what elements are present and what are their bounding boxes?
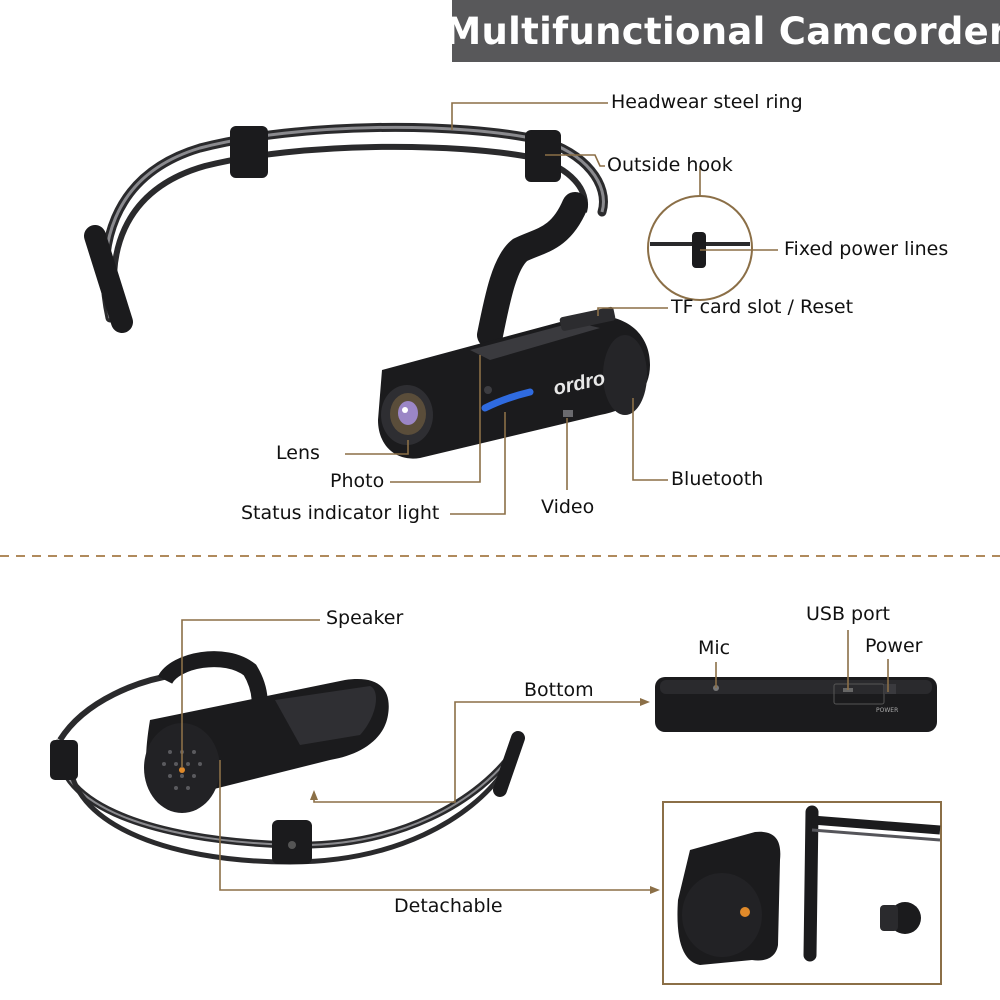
- leader-lines-top: [345, 102, 778, 515]
- label-fixed-power-lines: Fixed power lines: [784, 238, 949, 260]
- headwear-steel-ring: [84, 122, 608, 333]
- label-power: Power: [865, 635, 923, 657]
- title-banner: Multifunctional Camcorder: [444, 0, 1000, 62]
- detachable-inset: [662, 801, 942, 985]
- label-lens: Lens: [276, 442, 320, 464]
- side-view-headset: [50, 651, 525, 865]
- label-photo: Photo: [330, 470, 385, 492]
- label-mic: Mic: [698, 637, 731, 659]
- label-status-indicator-light: Status indicator light: [241, 502, 440, 524]
- label-speaker: Speaker: [326, 607, 404, 629]
- status-light: [481, 388, 534, 412]
- label-bluetooth: Bluetooth: [671, 468, 764, 490]
- label-tf-card-slot: TF card slot / Reset: [671, 296, 854, 318]
- label-outside-hook: Outside hook: [607, 154, 733, 176]
- camera-body: ordro: [378, 306, 650, 459]
- power-caption: POWER: [876, 707, 898, 714]
- page-title: Multifunctional Camcorder: [444, 9, 1000, 53]
- label-usb-port: USB port: [806, 603, 890, 625]
- camera-arm: [477, 192, 588, 348]
- leader-lines-bottom: [181, 619, 889, 894]
- label-headwear-steel-ring: Headwear steel ring: [611, 91, 803, 113]
- label-video: Video: [541, 496, 595, 518]
- outside-hook-inset: [647, 195, 753, 301]
- label-detachable: Detachable: [394, 895, 503, 917]
- camera-lens: [381, 385, 433, 445]
- label-bottom: Bottom: [524, 679, 594, 701]
- bottom-view-device: POWER: [655, 677, 937, 732]
